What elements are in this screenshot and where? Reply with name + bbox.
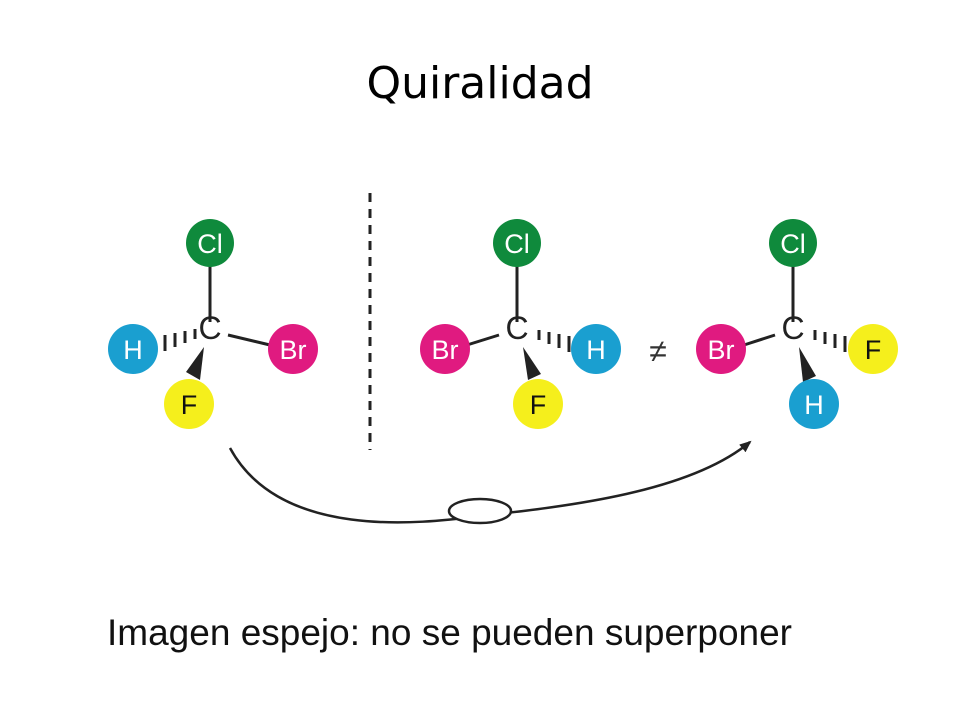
atom-h (108, 324, 158, 374)
molecule-1: Cl H Br F C (108, 219, 318, 429)
atom-h-label: H (123, 335, 143, 365)
molecule-3: Cl Br F H C (696, 219, 898, 429)
slide-caption: Imagen espejo: no se pueden superponer (107, 612, 793, 653)
atom-cl-label: Cl (780, 229, 806, 259)
atom-c-label: C (198, 310, 221, 346)
hashed-bond-h (537, 330, 571, 352)
hashed-bond-h (163, 329, 197, 351)
atom-h (571, 324, 621, 374)
atom-cl (186, 219, 234, 267)
atom-c-label: C (505, 310, 528, 346)
atom-br (420, 324, 470, 374)
atom-cl-label: Cl (197, 229, 223, 259)
atom-f (848, 324, 898, 374)
atom-cl (769, 219, 817, 267)
atom-br-label: Br (708, 335, 735, 365)
wedge-bond-h (799, 347, 816, 382)
atom-br-label: Br (280, 335, 307, 365)
atom-br (696, 324, 746, 374)
bond-c-br (743, 333, 776, 347)
atom-cl (493, 219, 541, 267)
slide-title: Quiralidad (366, 58, 594, 109)
atom-h-label: H (586, 335, 606, 365)
molecule-2: Cl Br H F C (420, 219, 621, 429)
atom-f-label: F (530, 390, 547, 420)
atom-br (268, 324, 318, 374)
atom-cl-label: Cl (504, 229, 530, 259)
atom-f (164, 379, 214, 429)
bond-c-br (466, 333, 500, 347)
atom-br-label: Br (432, 335, 459, 365)
rotation-axis-ellipse (447, 497, 513, 525)
bond-c-br (227, 333, 271, 347)
wedge-bond-f (523, 347, 541, 380)
atom-f (513, 379, 563, 429)
hashed-bond-f (813, 330, 847, 352)
atom-f-label: F (181, 390, 198, 420)
atom-h (789, 379, 839, 429)
atom-h-label: H (804, 390, 824, 420)
not-equal-sign: ≠ (649, 333, 667, 369)
wedge-bond-f (186, 347, 204, 380)
atom-f-label: F (865, 335, 882, 365)
atom-c-label: C (781, 310, 804, 346)
